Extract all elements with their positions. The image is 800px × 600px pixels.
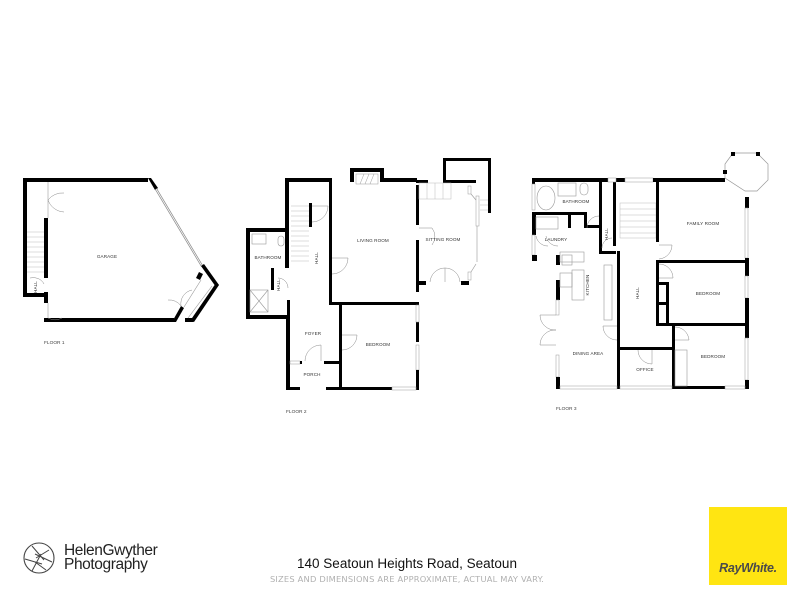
floor-2-label: FLOOR 2: [286, 409, 307, 415]
agency-logo: RayWhite.: [709, 507, 787, 585]
room-label-bathroom: BATHROOM: [254, 255, 281, 260]
floor-1-label: FLOOR 1: [44, 340, 65, 346]
photographer-brand: HelenGwyther Photography: [22, 541, 158, 575]
floor-2-plan: LIVING ROOM SITTING ROOM BATHROOM HALL H…: [246, 158, 491, 415]
floor-3-label: FLOOR 3: [556, 406, 577, 412]
disclaimer: SIZES AND DIMENSIONS ARE APPROXIMATE, AC…: [269, 574, 545, 584]
room-label-hall: HALL: [635, 287, 640, 299]
room-label-bedroom-2: BEDROOM: [701, 354, 726, 359]
floor-1-plan: GARAGE HALL FLOOR 1: [23, 178, 219, 346]
room-label-living-room: LIVING ROOM: [357, 238, 389, 243]
room-label-foyer: FOYER: [305, 331, 322, 336]
room-label-sitting-room: SITTING ROOM: [426, 237, 461, 242]
room-label-hall: HALL: [314, 252, 319, 264]
room-label-laundry: LAUNDRY: [545, 237, 568, 242]
room-label-office: OFFICE: [636, 367, 653, 372]
property-address: 140 Seatoun Heights Road, Seatoun: [297, 556, 517, 571]
room-label-hall: HALL: [33, 281, 38, 293]
brand-name: HelenGwyther Photography: [64, 542, 158, 573]
floor-3-plan: BATHROOM LAUNDRY HALL KITCHEN HALL FAMIL…: [531, 152, 769, 412]
room-label-dining-area: DINING AREA: [573, 351, 605, 356]
brand-line-1: HelenGwyther: [64, 542, 158, 559]
room-label-garage: GARAGE: [97, 254, 117, 259]
brand-line-2: Photography: [64, 556, 148, 573]
room-label-family-room: FAMILY ROOM: [687, 221, 720, 226]
room-label-hall-small: HALL: [604, 228, 609, 240]
agency-name: RayWhite.: [719, 561, 777, 575]
room-label-bedroom: BEDROOM: [366, 342, 391, 347]
camera-aperture-icon: [23, 542, 55, 574]
room-label-hall-small: HALL: [276, 279, 281, 291]
room-label-kitchen: KITCHEN: [585, 275, 590, 296]
room-label-bathroom: BATHROOM: [562, 199, 589, 204]
room-label-bedroom-1: BEDROOM: [696, 291, 721, 296]
room-label-porch: PORCH: [303, 372, 320, 377]
